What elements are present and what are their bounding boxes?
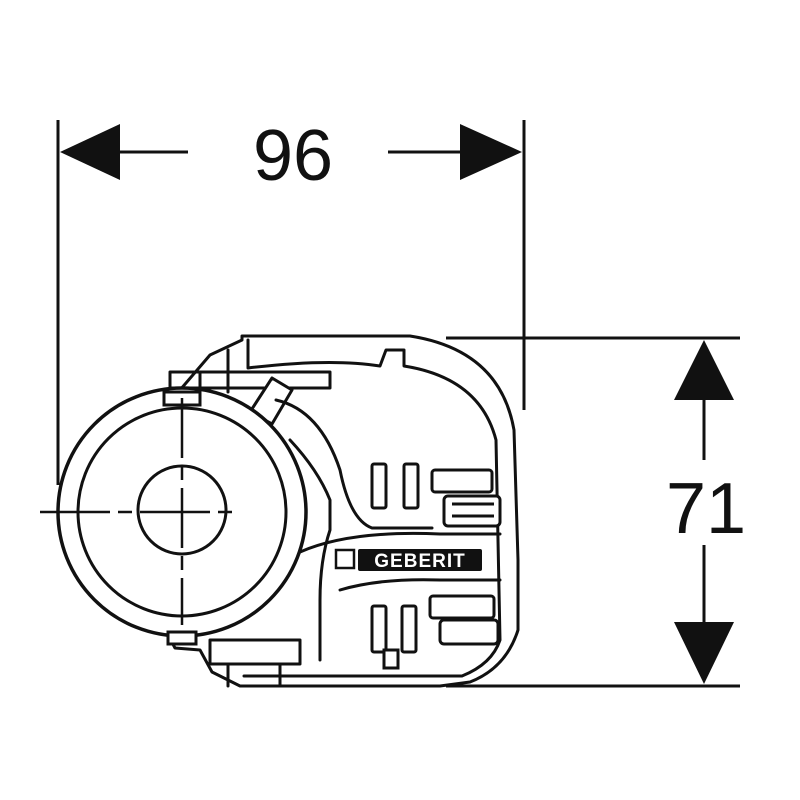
arrowhead-right bbox=[460, 124, 522, 180]
width-dimension bbox=[56, 120, 526, 485]
width-dimension-label: 96 bbox=[253, 116, 333, 196]
elbow-neck bbox=[274, 398, 434, 530]
lower-sweep bbox=[298, 531, 502, 554]
bottom-foot bbox=[208, 638, 302, 666]
height-dimension-label: 71 bbox=[666, 469, 746, 549]
lower-clamp bbox=[428, 594, 496, 620]
arrowhead-down bbox=[674, 622, 734, 684]
arrowhead-left bbox=[60, 124, 120, 180]
elbow-neck-inner bbox=[288, 438, 332, 662]
lower-clip-2 bbox=[400, 604, 418, 654]
lower-sweep-2 bbox=[338, 578, 502, 592]
arrowhead-up bbox=[674, 340, 734, 400]
top-rail bbox=[168, 370, 332, 390]
upper-clips bbox=[370, 462, 502, 528]
height-dimension bbox=[446, 336, 740, 688]
housing-inner-wall bbox=[242, 338, 502, 678]
upper-clip-1 bbox=[370, 462, 388, 510]
logo-square bbox=[334, 548, 356, 570]
upper-clip-2 bbox=[402, 462, 420, 510]
center-lines bbox=[40, 398, 240, 625]
upper-clamp bbox=[430, 468, 494, 494]
lower-clips bbox=[370, 594, 500, 670]
logo-badge bbox=[358, 549, 482, 571]
geberit-logo: GEBERIT bbox=[334, 548, 482, 572]
inlet-bottom-tab bbox=[166, 630, 198, 646]
lower-clip-1 bbox=[370, 604, 388, 654]
logo-text: GEBERIT bbox=[374, 551, 465, 572]
upper-clamp-inner bbox=[442, 494, 502, 528]
lower-tab bbox=[382, 648, 400, 670]
lower-clamp-inner bbox=[438, 618, 500, 646]
